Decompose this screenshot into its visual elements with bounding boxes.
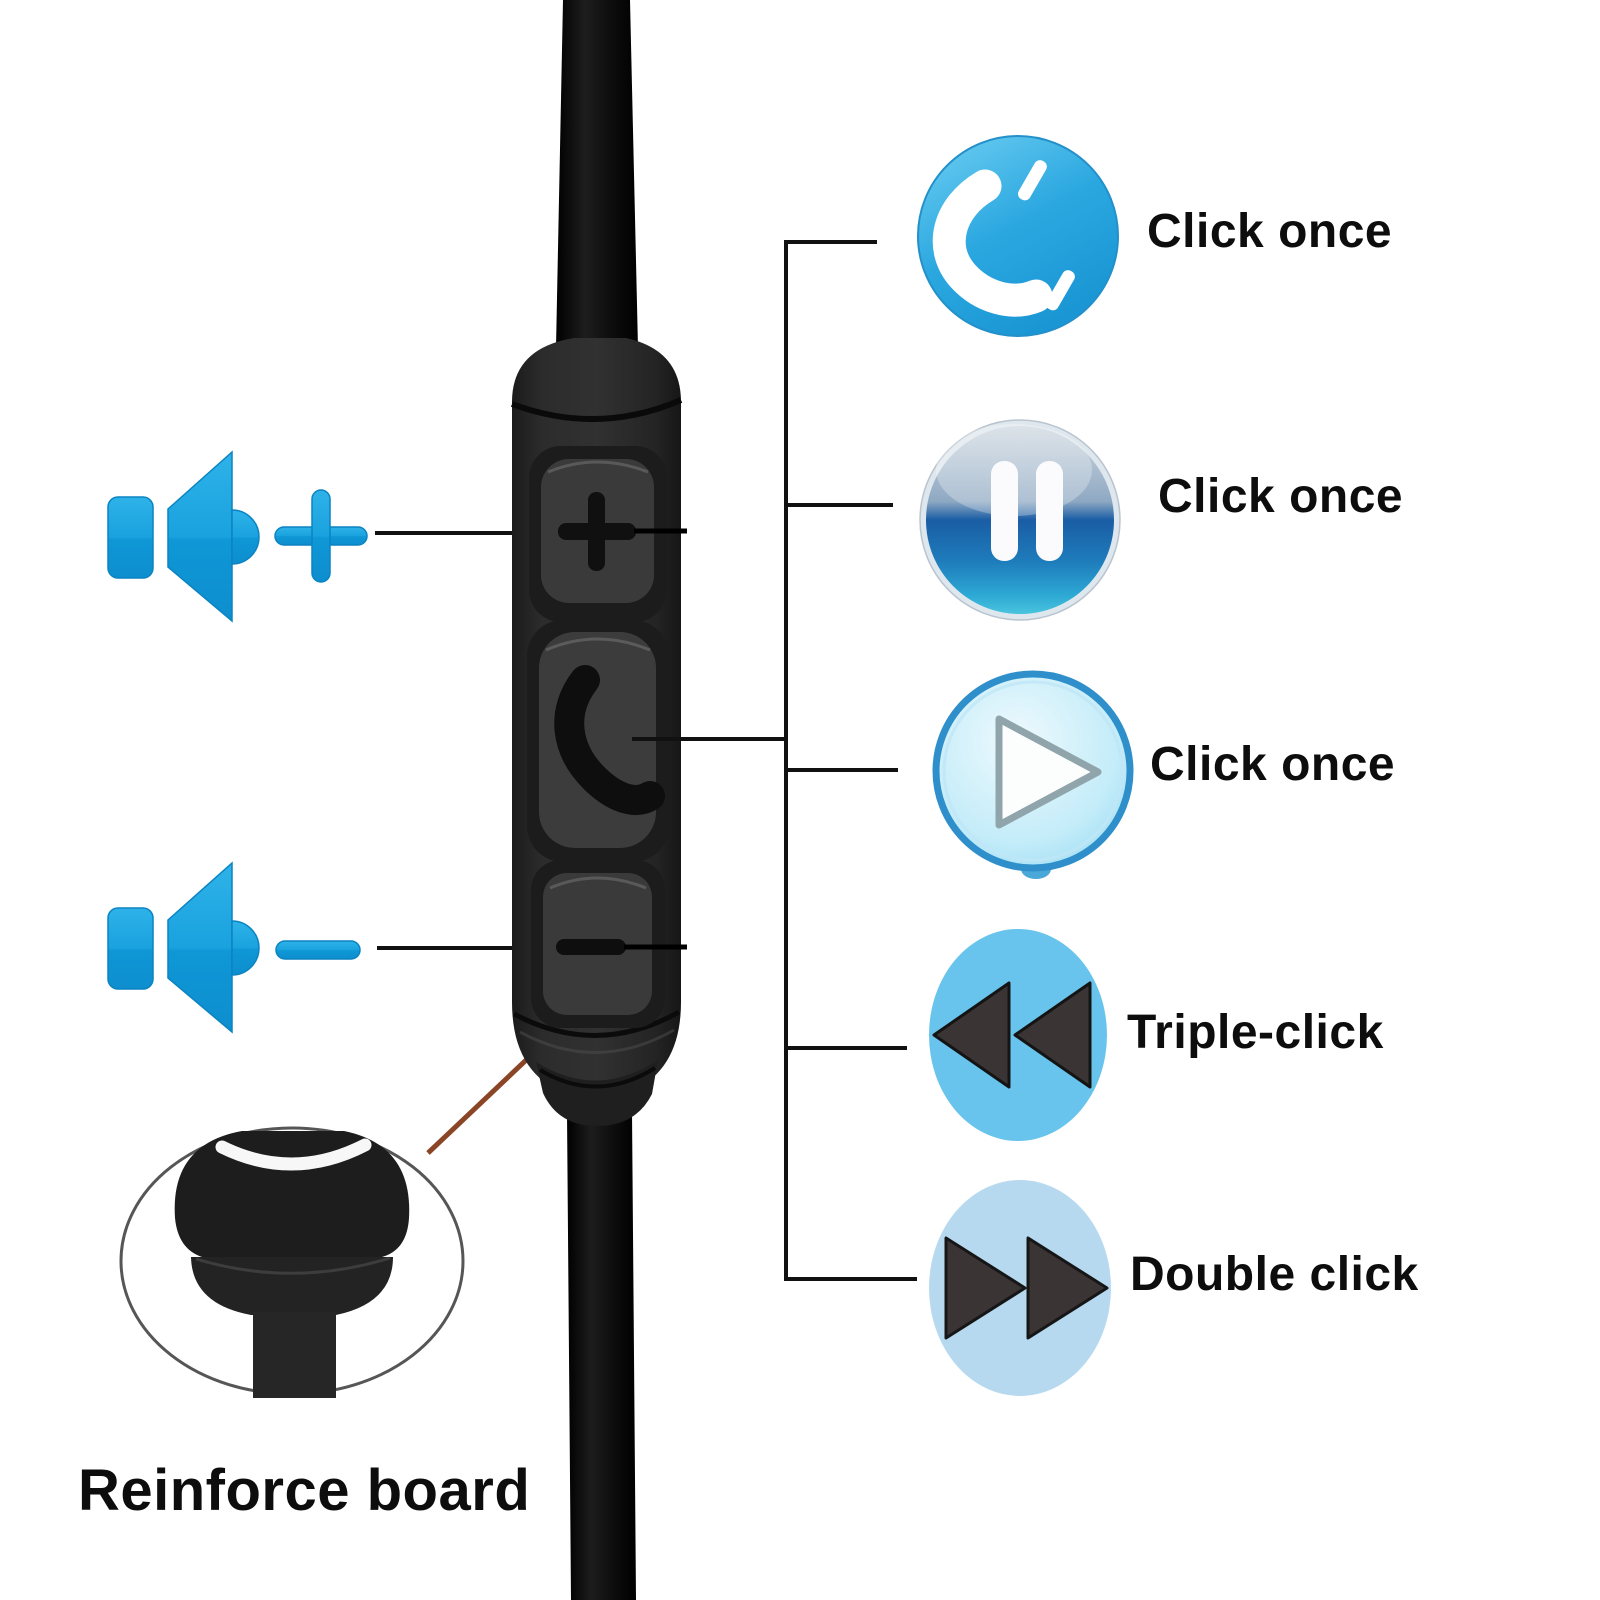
handset-dash-top [1018, 160, 1047, 201]
rewind-icon [929, 929, 1107, 1141]
remote-bottom-tail [536, 1060, 658, 1126]
remote-cap-seam [510, 397, 683, 422]
speaker-plus-icon [107, 450, 368, 623]
speaker-minus-icon [107, 861, 361, 1034]
speaker-box [107, 907, 154, 990]
cable-top [556, 0, 638, 348]
handset-dash-bottom [1046, 270, 1075, 311]
action-label-pause: Click once [1158, 470, 1404, 523]
reinforce-board-seam [195, 1256, 391, 1275]
plus-glyph-v [588, 492, 605, 571]
action-label-fast-forward: Double click [1130, 1248, 1419, 1301]
fast-forward-icon [929, 1180, 1111, 1396]
reinforce-board-label: Reinforce board [78, 1458, 531, 1523]
call-button [527, 620, 669, 862]
handset-glyph-white [932, 169, 1053, 317]
reinforce-board-opening [215, 1138, 372, 1171]
volume-plus-sign-v [311, 489, 331, 583]
volume-up-button-gloss [547, 460, 649, 474]
reinforce-board-stem [253, 1312, 336, 1398]
remote-tail-seam [538, 1066, 657, 1089]
reinforce-board-skirt [191, 1257, 393, 1315]
remote-lower-seam [512, 1009, 681, 1038]
rewind-triangle-left [932, 981, 1011, 1089]
speaker-dome [231, 509, 260, 565]
action-label-call: Click once [1147, 205, 1393, 258]
volume-down-button [531, 860, 665, 1028]
fast-forward-triangle-right [1026, 1236, 1109, 1340]
action-label-play: Click once [1150, 738, 1396, 791]
volume-minus-sign [275, 940, 361, 960]
handset-glyph-dark [554, 665, 665, 815]
reinforce-board-callout [119, 1126, 465, 1398]
remote-body [510, 338, 683, 1126]
fast-forward-triangle-left [944, 1236, 1027, 1340]
speaker-horn [167, 450, 233, 623]
pause-icon [919, 419, 1121, 621]
pause-bar-right [1036, 461, 1063, 561]
cable-bottom [567, 1112, 636, 1600]
pause-bar-left [991, 461, 1018, 561]
remote-top-cap [512, 338, 681, 432]
remote-lower-seam-highlight [519, 1028, 675, 1054]
play-triangle [995, 715, 1102, 829]
speaker-dome [231, 920, 260, 976]
minus-glyph [556, 939, 626, 955]
rewind-triangle-right [1013, 981, 1092, 1089]
connector-lines [375, 240, 917, 1281]
call-icon [917, 135, 1119, 337]
volume-up-button [529, 446, 667, 622]
speaker-box [107, 496, 154, 579]
call-button-gloss [545, 637, 651, 652]
reinforce-board-dome [174, 1131, 410, 1257]
play-icon [932, 670, 1134, 879]
action-label-rewind: Triple-click [1127, 1006, 1384, 1059]
volume-down-button-gloss [549, 876, 647, 890]
speaker-horn [167, 861, 233, 1034]
